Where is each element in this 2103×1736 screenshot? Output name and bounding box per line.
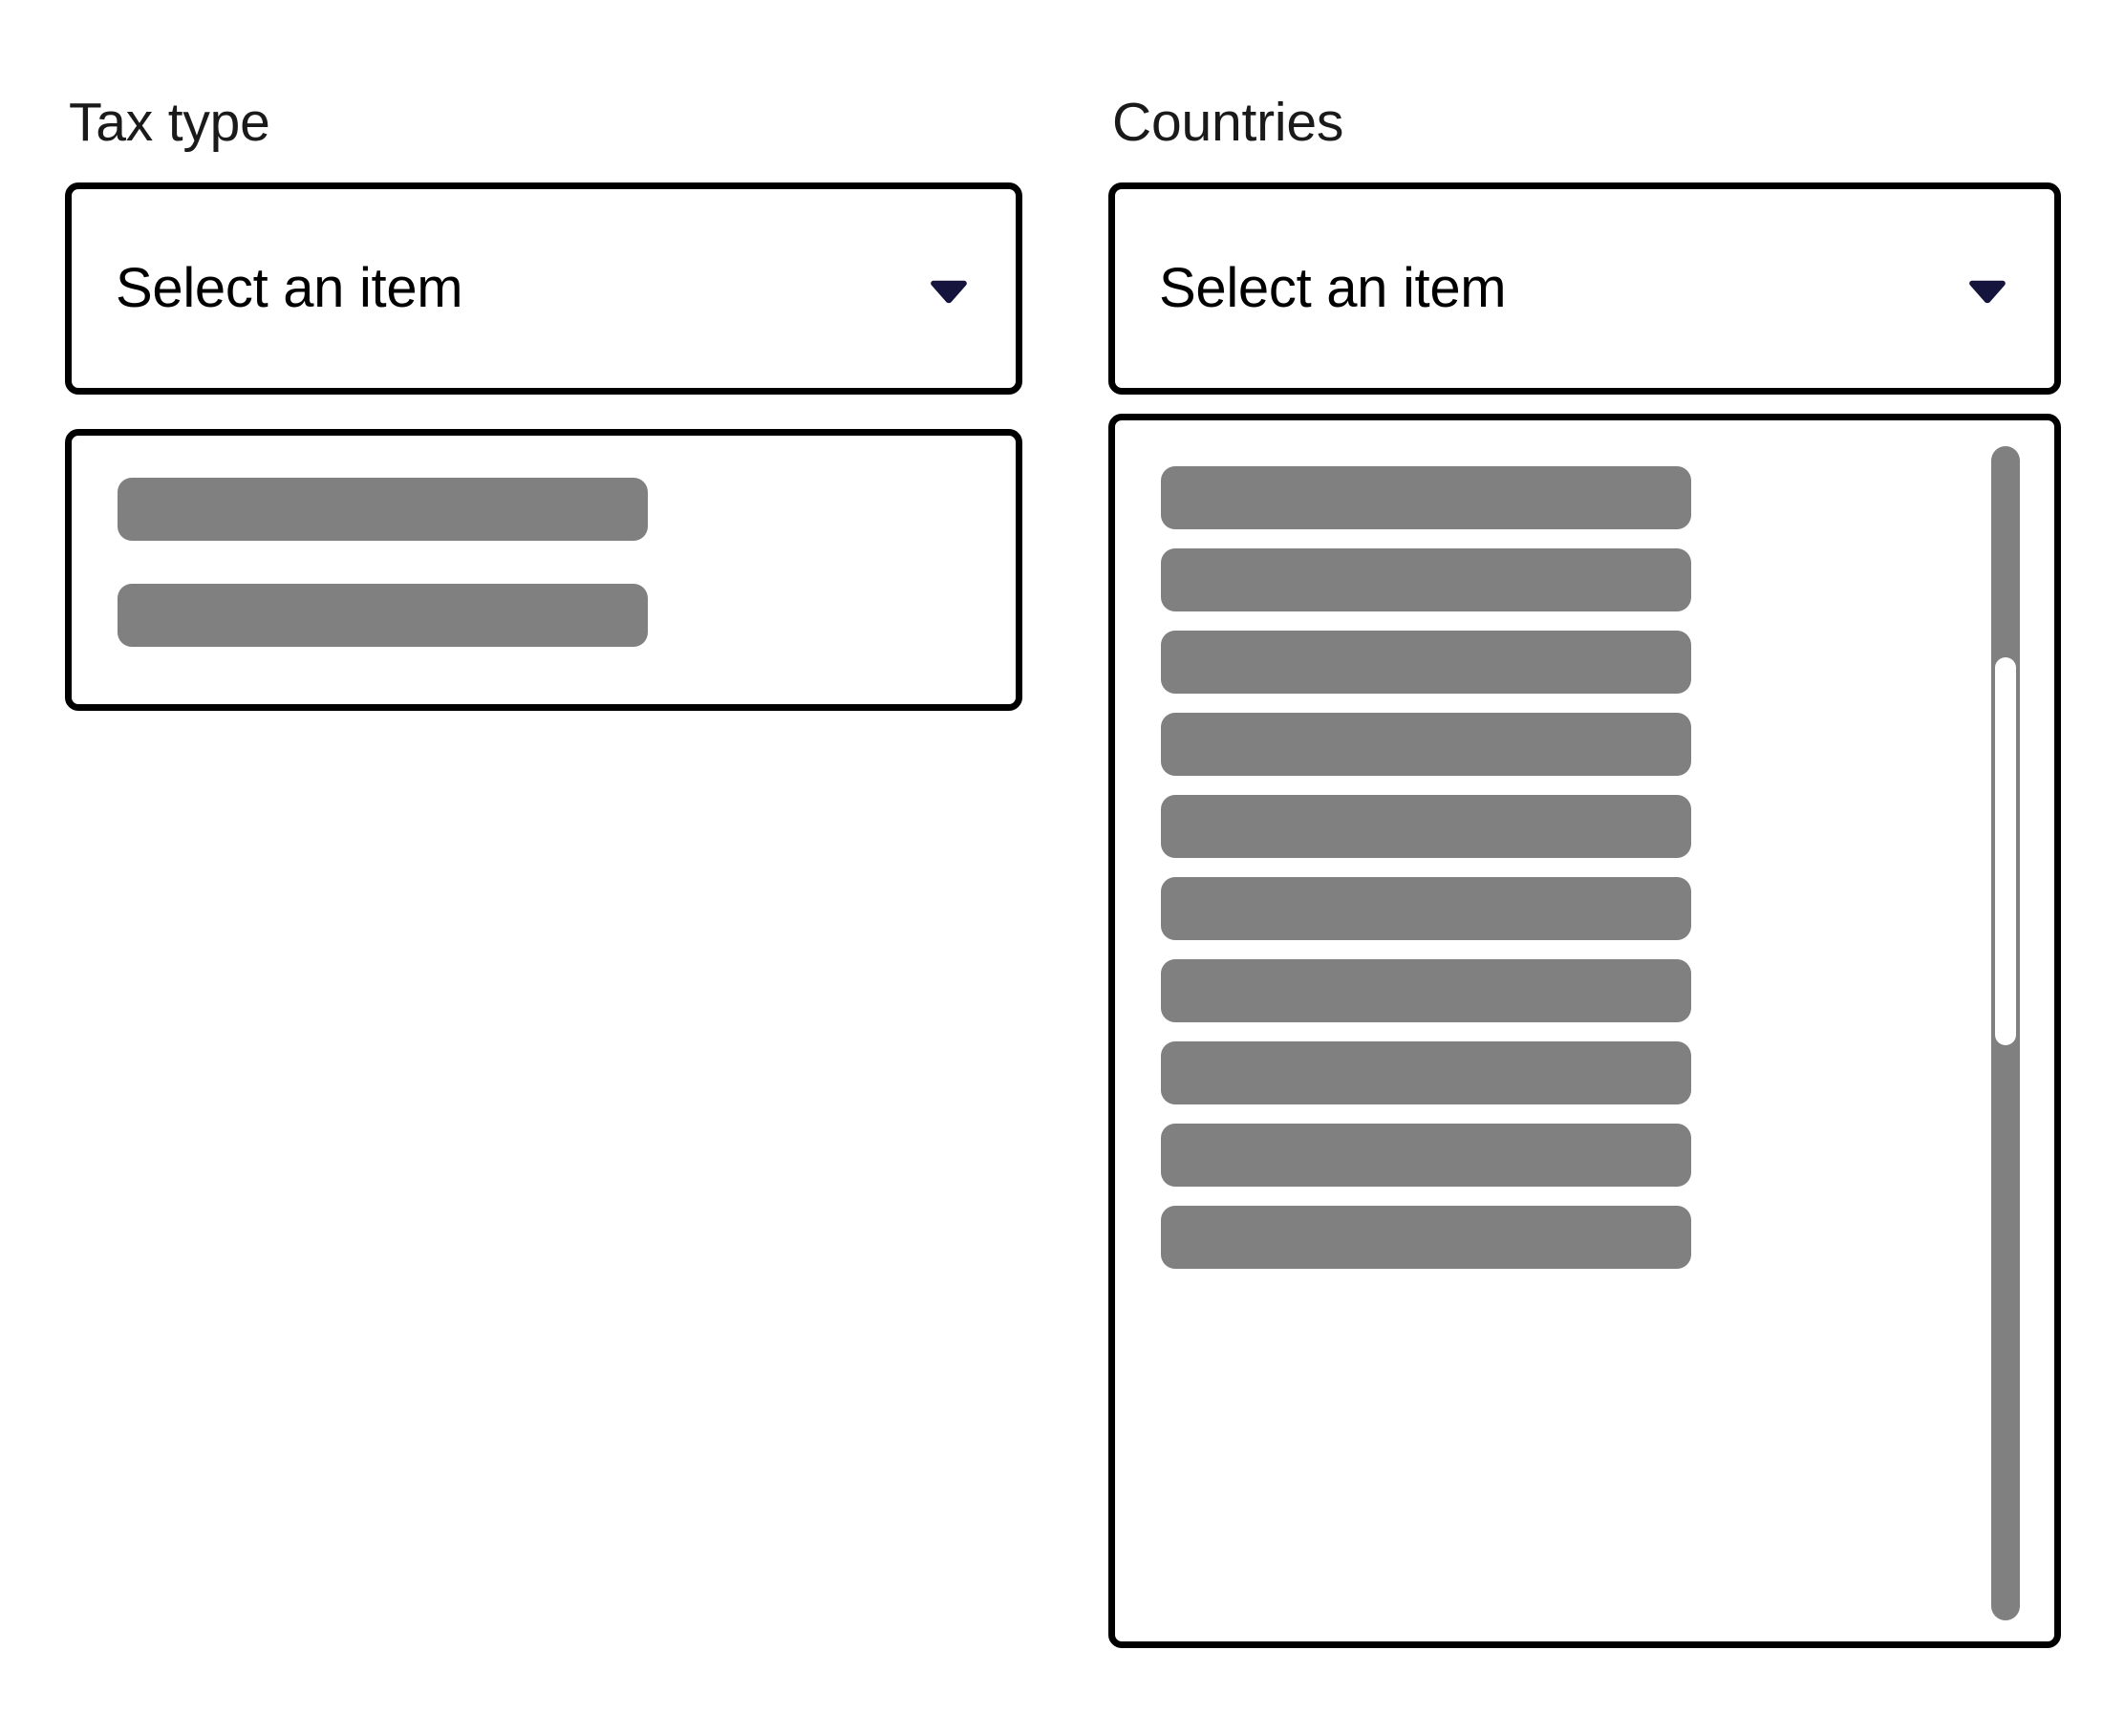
list-item[interactable] (1161, 959, 1691, 1022)
list-item[interactable] (1161, 1206, 1691, 1269)
list-item[interactable] (1161, 1041, 1691, 1104)
tax-type-select-trigger[interactable]: Select an item (65, 182, 1022, 395)
countries-select-value: Select an item (1159, 261, 1507, 316)
countries-label: Countries (1112, 92, 1344, 153)
countries-options-panel[interactable] (1108, 414, 2061, 1648)
tax-type-label: Tax type (69, 92, 270, 153)
countries-scrollbar-thumb[interactable] (1995, 657, 2016, 1045)
tax-type-options-panel[interactable] (65, 429, 1022, 711)
countries-options-list (1161, 420, 2048, 1641)
list-item[interactable] (1161, 713, 1691, 776)
tax-type-options-list (118, 436, 1009, 704)
field-group-countries: Countries Select an item (1108, 96, 2061, 1648)
list-item[interactable] (1161, 631, 1691, 694)
countries-select-trigger[interactable]: Select an item (1108, 182, 2061, 395)
countries-scrollbar[interactable] (1991, 446, 2020, 1620)
list-item[interactable] (1161, 795, 1691, 858)
list-item[interactable] (1161, 466, 1691, 529)
list-item[interactable] (1161, 548, 1691, 611)
list-item[interactable] (1161, 877, 1691, 940)
list-item[interactable] (1161, 1124, 1691, 1187)
list-item[interactable] (118, 478, 648, 541)
chevron-down-icon[interactable] (1963, 264, 2012, 313)
tax-type-select-value: Select an item (116, 261, 463, 316)
chevron-down-icon[interactable] (924, 264, 974, 313)
field-group-tax-type: Tax type Select an item (65, 96, 1022, 711)
list-item[interactable] (118, 584, 648, 647)
